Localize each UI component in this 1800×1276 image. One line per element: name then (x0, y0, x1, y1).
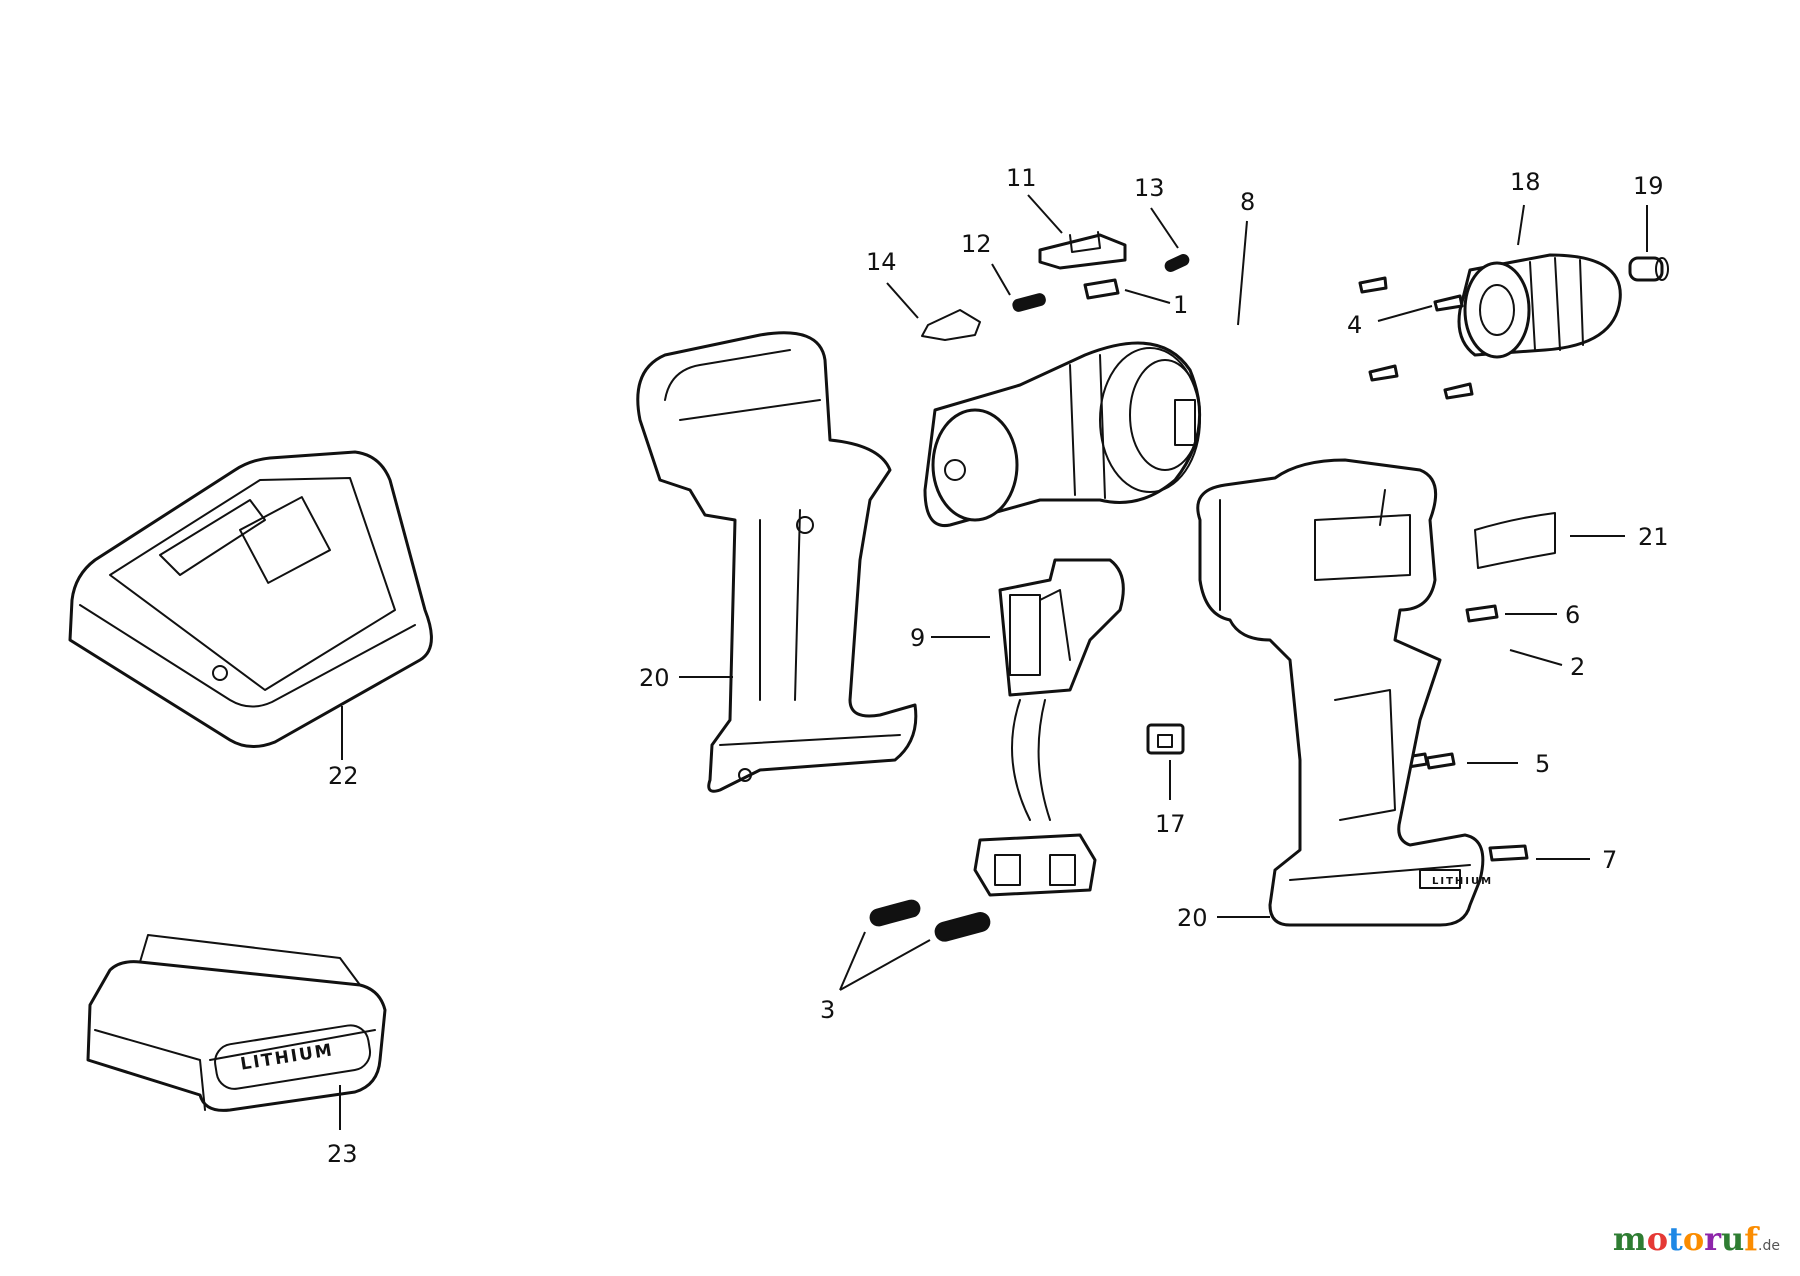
watermark-letter: o (1683, 1220, 1704, 1258)
label-12: 12 (961, 230, 992, 258)
watermark-letter: t (1668, 1220, 1683, 1258)
label-3: 3 (820, 996, 835, 1024)
label-21: 21 (1638, 523, 1669, 551)
label-2: 2 (1570, 653, 1585, 681)
label-22: 22 (328, 762, 359, 790)
label-5: 5 (1535, 750, 1550, 778)
label-19: 19 (1633, 172, 1664, 200)
motor-gearbox-part (925, 343, 1200, 526)
watermark-letter: u (1721, 1220, 1744, 1258)
label-11: 11 (1006, 164, 1037, 192)
battery-charger-part (70, 452, 431, 747)
label-1: 1 (1173, 291, 1188, 319)
label-9: 9 (910, 624, 925, 652)
label-sticker-part (1475, 513, 1555, 568)
label-13: 13 (1134, 174, 1165, 202)
chuck-part (1459, 255, 1668, 357)
label-23: 23 (327, 1140, 358, 1168)
leader-lines (340, 195, 1647, 1130)
watermark-letter: o (1647, 1220, 1668, 1258)
label-20-right: 20 (1177, 904, 1208, 932)
drill-engraving: LITHIUM (1432, 876, 1493, 887)
label-17: 17 (1155, 810, 1186, 838)
trigger-switch-part (975, 560, 1123, 895)
watermark-logo: motoruf.de (1613, 1220, 1780, 1258)
battery-pack-part: LITHIUM (88, 935, 385, 1110)
label-14: 14 (866, 248, 897, 276)
watermark-suffix: .de (1758, 1238, 1780, 1254)
label-7: 7 (1602, 846, 1617, 874)
right-housing-part: LITHIUM (1198, 460, 1493, 925)
label-18: 18 (1510, 168, 1541, 196)
left-housing-part (638, 333, 916, 791)
label-6: 6 (1565, 601, 1580, 629)
label-4: 4 (1347, 311, 1362, 339)
watermark-letter: f (1744, 1220, 1758, 1258)
label-20-left: 20 (639, 664, 670, 692)
label-8: 8 (1240, 188, 1255, 216)
watermark-letter: m (1613, 1220, 1647, 1258)
watermark-letter: r (1704, 1220, 1721, 1258)
